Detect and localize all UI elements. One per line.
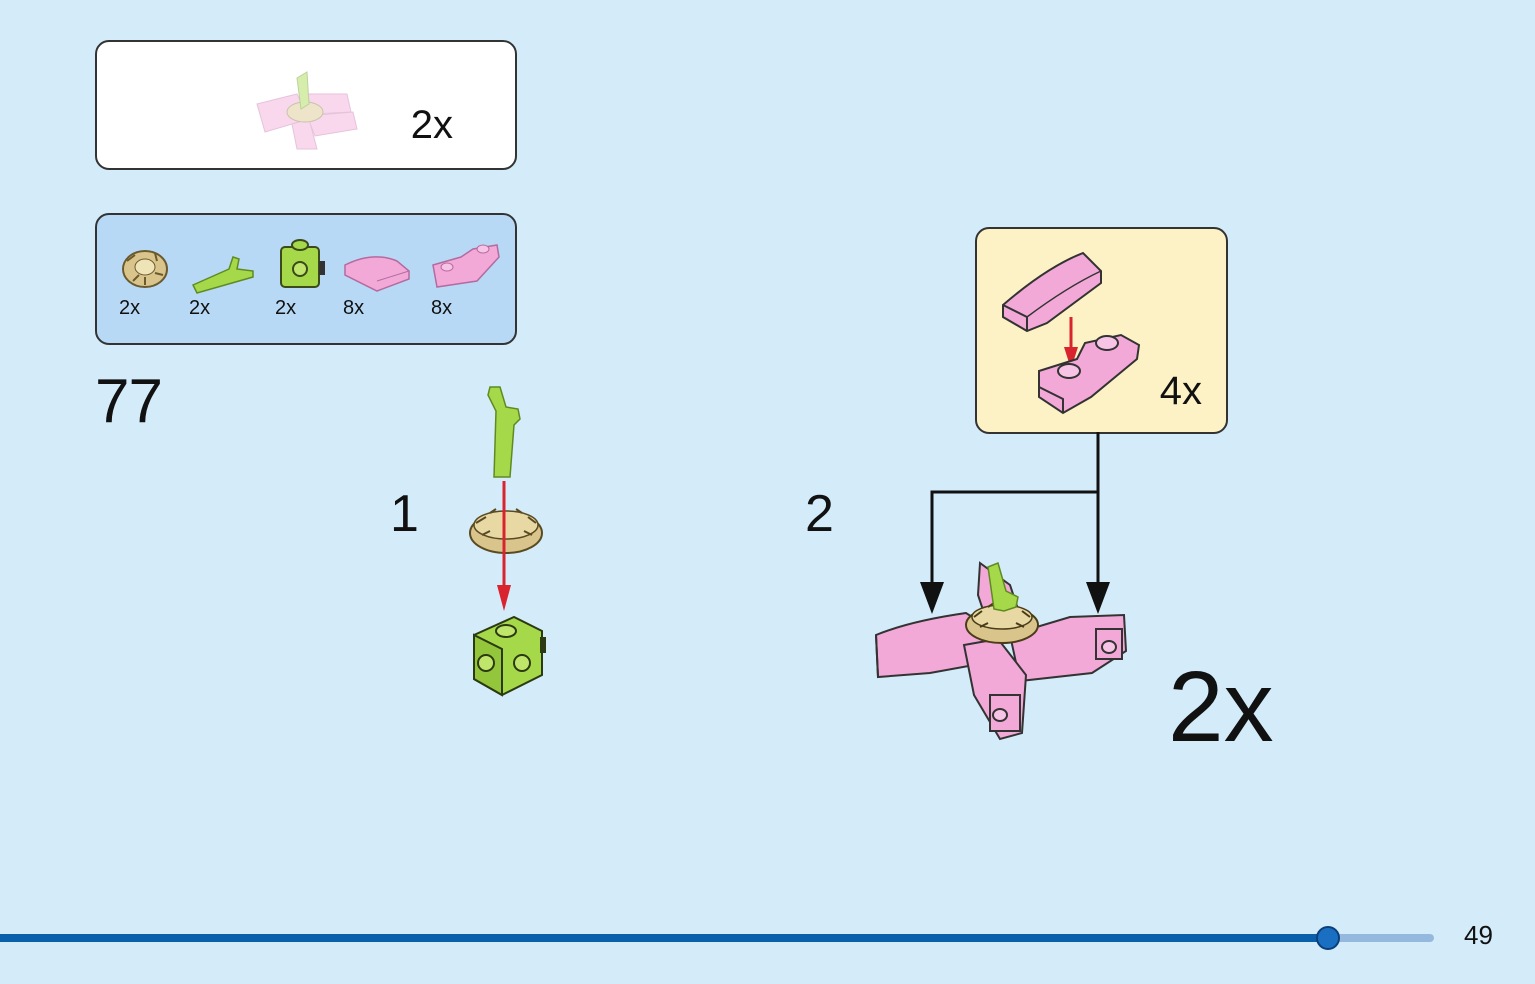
part-item: 2x — [189, 235, 269, 330]
arrow-down-icon — [920, 582, 944, 614]
lime-stem-piece-icon — [191, 256, 254, 294]
part-item: 8x — [431, 235, 511, 330]
lime-brick-studs-icon — [473, 615, 546, 697]
sub-step-1-label: 1 — [390, 485, 419, 543]
progress-bar-remaining — [1328, 934, 1434, 942]
step-number: 77 — [95, 367, 163, 436]
lime-stem-piece-icon — [487, 386, 521, 478]
progress-indicator-icon — [1316, 926, 1340, 950]
part-item: 8x — [343, 235, 423, 330]
result-preview-box: 2x — [95, 40, 517, 170]
flower-assembly-illustration — [874, 561, 1128, 741]
arrow-down-icon — [1086, 582, 1110, 614]
pink-inverted-slope-icon — [432, 244, 500, 288]
part-item: 2x — [119, 235, 199, 330]
sub-step-1-illustration — [469, 386, 546, 697]
part-item: 2x — [275, 235, 355, 330]
parts-list-box: 2x 2x 2x 8x 8x — [95, 213, 517, 345]
lime-stem-piece-icon — [987, 561, 1019, 612]
assembly-multiplier: 2x — [1168, 651, 1274, 763]
page-number: 49 — [1464, 920, 1493, 950]
sub-step-2-label: 2 — [805, 485, 834, 543]
part-qty: 8x — [343, 297, 365, 319]
sub-assembly-box: 4x — [975, 227, 1228, 434]
tan-gear-piece-icon — [122, 250, 168, 288]
callout-connector-lines — [920, 432, 1110, 614]
lime-brick-studs-icon — [280, 239, 325, 288]
sub-assembly-multiplier: 4x — [1159, 369, 1202, 413]
pink-inverted-slope-icon — [1038, 333, 1141, 415]
part-qty: 2x — [119, 297, 141, 319]
result-multiplier: 2x — [410, 103, 453, 147]
pink-curved-slope-icon — [1002, 251, 1102, 333]
part-qty: 2x — [189, 297, 211, 319]
part-qty: 8x — [431, 297, 453, 319]
arrow-head-icon — [497, 585, 511, 611]
part-qty: 2x — [275, 297, 297, 319]
tan-gear-piece-icon — [469, 508, 543, 554]
arrow-head-icon — [1064, 347, 1078, 369]
sub-assembly-illustration — [1002, 251, 1141, 415]
progress-bar — [0, 934, 1328, 942]
pink-curved-slope-icon — [344, 256, 410, 292]
finished-flower-icon — [256, 71, 358, 150]
